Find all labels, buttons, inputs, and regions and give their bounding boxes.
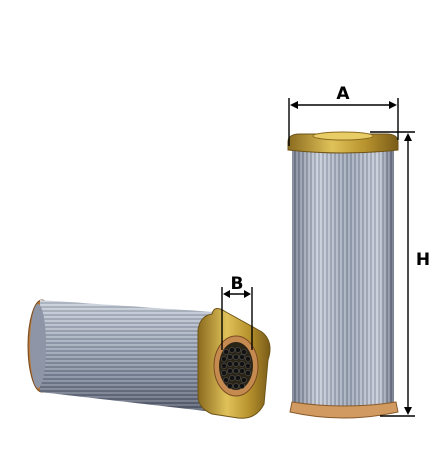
dimension-b-label: B — [231, 274, 244, 294]
standing-filter-top-cap — [287, 133, 399, 154]
dimension-b — [221, 287, 253, 350]
lying-filter — [27, 299, 271, 419]
standing-filter-bottom-cap — [289, 401, 399, 419]
lying-filter-core — [221, 347, 251, 389]
dimension-a — [288, 98, 399, 146]
dimension-h — [370, 131, 415, 417]
dimension-a-label: A — [336, 84, 350, 104]
dimension-h-label: H — [416, 250, 430, 270]
standing-filter — [287, 131, 399, 419]
